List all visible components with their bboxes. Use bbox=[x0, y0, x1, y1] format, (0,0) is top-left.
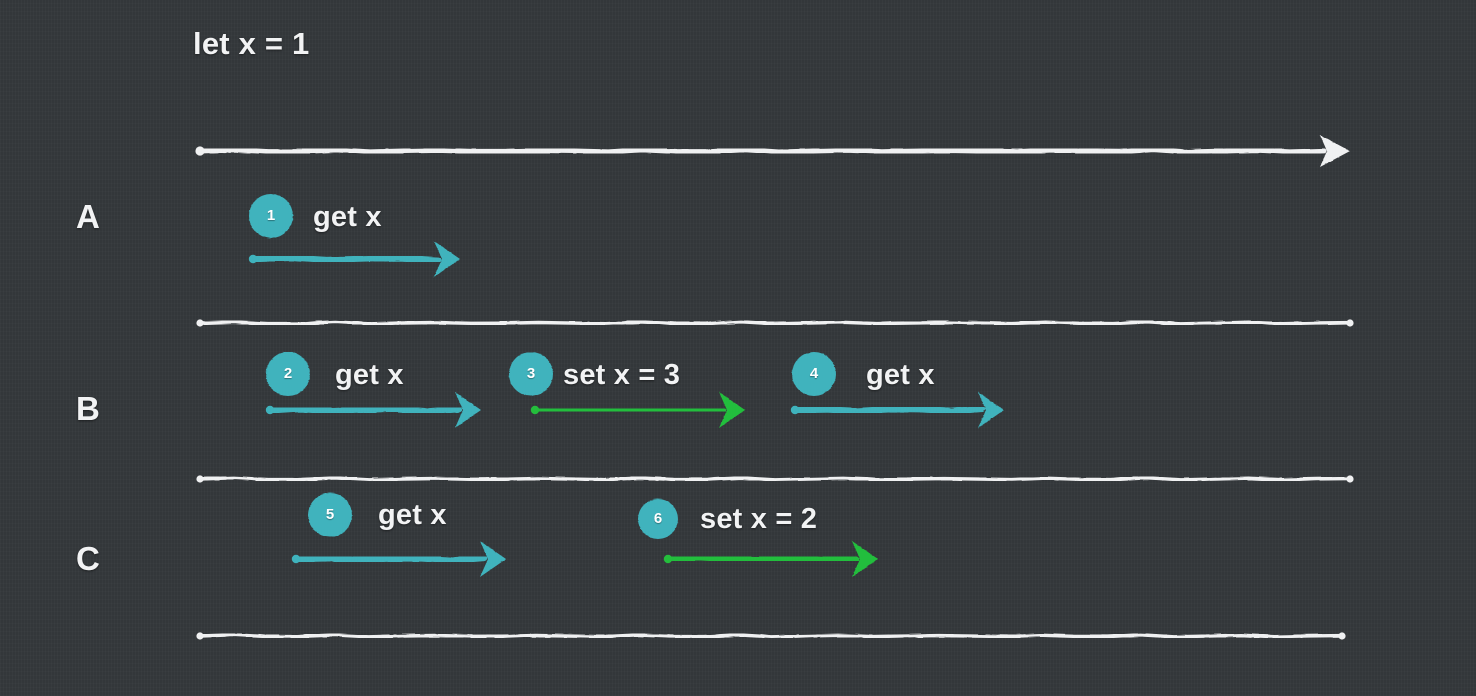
main-timeline-line bbox=[197, 147, 1327, 155]
lane-label-c: C bbox=[76, 540, 101, 577]
step-badge-number-2: 2 bbox=[283, 365, 293, 382]
step-badge-6 bbox=[638, 499, 678, 539]
page-title: let x = 1 bbox=[193, 26, 310, 61]
main-timeline-start-dot bbox=[195, 146, 205, 156]
operation-arrow-shaft-2 bbox=[266, 405, 463, 415]
operation-label-1: get x bbox=[313, 201, 382, 233]
operation-arrow-head-4 bbox=[978, 392, 1004, 428]
operation-arrow-start-dot-2 bbox=[265, 405, 275, 415]
operation-arrow-start-dot-6 bbox=[663, 554, 673, 564]
operation-label-3: set x = 3 bbox=[563, 359, 681, 391]
operation-arrow-shaft-4 bbox=[791, 405, 986, 415]
operation-arrow-start-dot-1 bbox=[248, 254, 258, 264]
operation-arrow-head-3 bbox=[719, 392, 745, 428]
operation-label-6: set x = 2 bbox=[700, 503, 818, 535]
step-badge-number-6: 6 bbox=[653, 510, 663, 527]
lane-separator-end-dot-2 bbox=[1338, 632, 1346, 640]
operation-arrow-head-5 bbox=[480, 541, 506, 577]
operation-arrow-start-dot-4 bbox=[790, 405, 800, 415]
step-badge-5 bbox=[308, 493, 352, 537]
main-timeline-arrowhead bbox=[1320, 135, 1350, 167]
operation-arrow-shaft-6 bbox=[664, 554, 860, 564]
step-badge-number-1: 1 bbox=[266, 207, 276, 224]
lane-label-b: B bbox=[76, 390, 101, 427]
operation-label-4: get x bbox=[866, 359, 935, 391]
step-badge-number-4: 4 bbox=[809, 365, 819, 382]
operation-arrow-head-6 bbox=[852, 541, 878, 577]
operation-label-2: get x bbox=[335, 359, 404, 391]
operation-arrow-shaft-5 bbox=[292, 554, 488, 564]
step-badge-number-5: 5 bbox=[325, 506, 335, 523]
operation-arrow-start-dot-3 bbox=[530, 405, 540, 415]
lane-separator-start-dot-0 bbox=[196, 319, 204, 327]
lane-separator-end-dot-0 bbox=[1346, 319, 1354, 327]
operation-arrow-head-2 bbox=[455, 392, 481, 428]
step-badge-2 bbox=[266, 352, 310, 396]
lane-separator-start-dot-1 bbox=[196, 475, 204, 483]
step-badge-1 bbox=[249, 194, 293, 238]
operation-arrow-head-1 bbox=[434, 241, 460, 277]
step-badge-number-3: 3 bbox=[526, 365, 536, 382]
operation-label-5: get x bbox=[378, 499, 447, 531]
lane-separator-2 bbox=[198, 633, 1344, 639]
lane-separator-1 bbox=[198, 476, 1352, 482]
operation-arrow-start-dot-5 bbox=[291, 554, 301, 564]
step-badge-4 bbox=[792, 352, 836, 396]
lane-label-a: A bbox=[76, 198, 101, 235]
lane-separator-end-dot-1 bbox=[1346, 475, 1354, 483]
operation-arrow-shaft-1 bbox=[249, 254, 442, 264]
lane-separator-0 bbox=[198, 320, 1352, 326]
operation-arrow-shaft-3 bbox=[531, 405, 727, 414]
step-badge-3 bbox=[509, 352, 553, 396]
lane-separator-start-dot-2 bbox=[196, 632, 204, 640]
